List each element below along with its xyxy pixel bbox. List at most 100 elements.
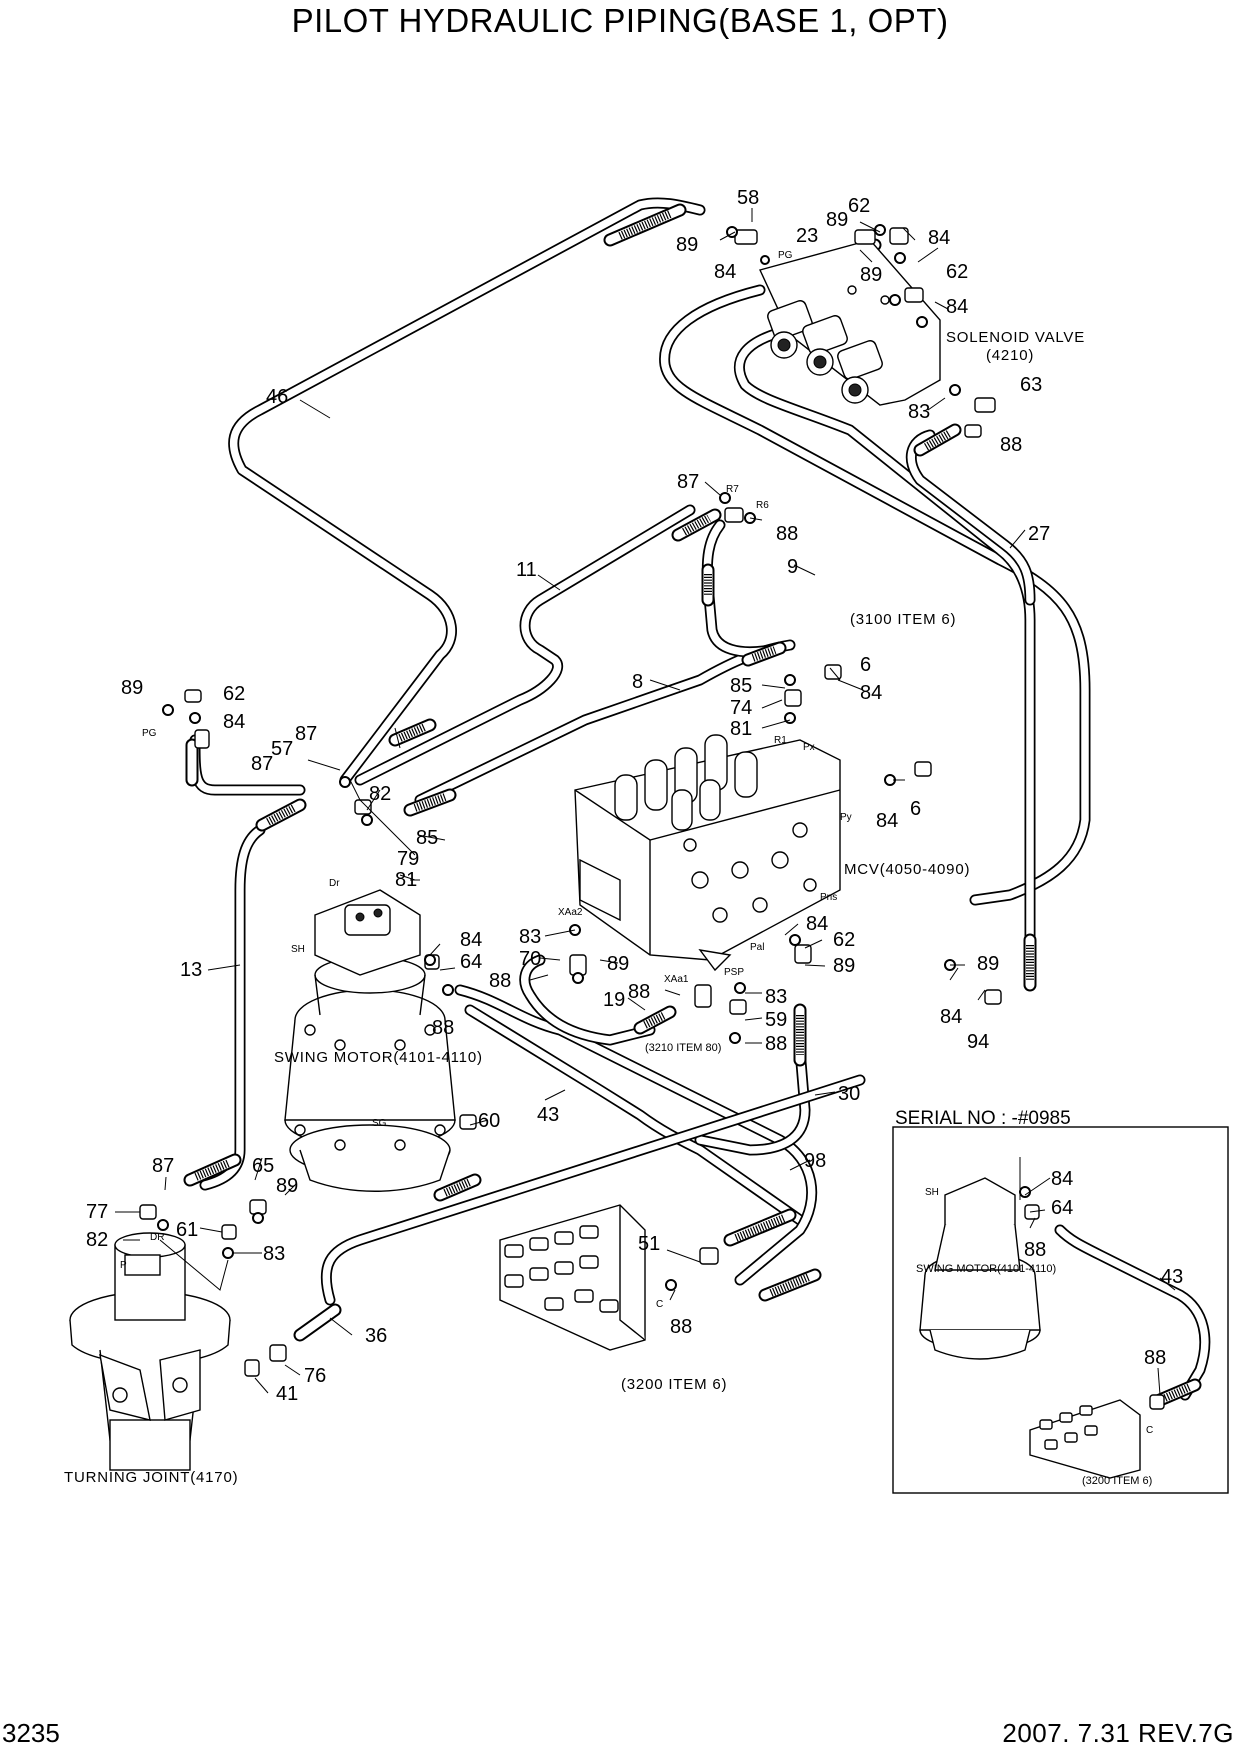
page-title: PILOT HYDRAULIC PIPING(BASE 1, OPT) [291, 2, 949, 39]
callout-61: 61 [176, 1219, 198, 1241]
hose-11 [671, 508, 722, 542]
caption-mcv: MCV(4050-4090) [844, 861, 970, 878]
component-captions: SOLENOID VALVE (4210) (3100 ITEM 6) MCV(… [64, 329, 1152, 1487]
callout-87: 87 [152, 1155, 174, 1177]
callout-84: 84 [1051, 1168, 1073, 1190]
caption-item-3100: (3100 ITEM 6) [850, 611, 956, 628]
port-label: SH [291, 944, 305, 955]
callout-70: 70 [519, 948, 541, 970]
inset-title: SERIAL NO : -#0985 [895, 1108, 1071, 1129]
hose-46 [603, 203, 687, 247]
callout-6: 6 [910, 798, 921, 820]
callout-83: 83 [765, 986, 787, 1008]
callout-23: 23 [796, 225, 818, 247]
callout-82: 82 [86, 1229, 108, 1251]
mcv-assembly [574, 734, 841, 972]
port-label: C [1146, 1425, 1153, 1436]
callout-8: 8 [632, 671, 643, 693]
callout-88: 88 [1144, 1347, 1166, 1369]
caption-turning-joint: TURNING JOINT(4170) [64, 1469, 238, 1486]
port-label: DR [150, 1232, 164, 1243]
callout-63: 63 [1020, 374, 1042, 396]
solenoid-coil [767, 300, 813, 359]
callout-62: 62 [848, 195, 870, 217]
hose-inset [1153, 1378, 1202, 1407]
callout-62: 62 [223, 683, 245, 705]
callout-59: 59 [765, 1009, 787, 1031]
callout-85: 85 [416, 827, 438, 849]
port-label: Px [803, 742, 815, 753]
hose-8 [741, 641, 787, 667]
port-label: XAa1 [664, 974, 689, 985]
callout-43: 43 [1161, 1266, 1183, 1288]
callout-83: 83 [263, 1243, 285, 1265]
callout-64: 64 [460, 951, 482, 973]
callout-30: 30 [838, 1083, 860, 1105]
callout-43: 43 [537, 1104, 559, 1126]
callout-88: 88 [776, 523, 798, 545]
callout-81: 81 [730, 718, 752, 740]
leader-lines [115, 208, 1176, 1396]
port-label: Pal [750, 942, 764, 953]
callout-81: 81 [395, 869, 417, 891]
callout-27: 27 [1028, 523, 1050, 545]
port-label: XAa2 [558, 907, 583, 918]
port-label: PG [142, 728, 157, 739]
callout-84: 84 [806, 913, 828, 935]
item-3200-block [499, 1204, 646, 1351]
caption-item-3200: (3200 ITEM 6) [621, 1376, 727, 1393]
callout-62: 62 [946, 261, 968, 283]
callout-88: 88 [1024, 1239, 1046, 1261]
callout-87: 87 [251, 753, 273, 775]
date-revision: 2007. 7.31 REV.7G [1002, 1718, 1234, 1748]
callout-84: 84 [940, 1006, 962, 1028]
callout-84: 84 [860, 682, 882, 704]
callout-41: 41 [276, 1383, 298, 1405]
hose-lines [183, 203, 1202, 1407]
hose-13a [255, 798, 307, 832]
serial-inset-box [892, 1126, 1229, 1494]
callout-89: 89 [860, 264, 882, 286]
callout-84: 84 [928, 227, 950, 249]
callout-11: 11 [516, 559, 537, 581]
hose-60 [433, 1173, 482, 1202]
port-label: R1 [774, 735, 787, 746]
callout-84: 84 [460, 929, 482, 951]
callout-85: 85 [730, 675, 752, 697]
callout-13: 13 [180, 959, 202, 981]
caption-solenoid-valve-ref: (4210) [986, 347, 1034, 364]
inset-caption-item-3200: (3200 ITEM 6) [1082, 1475, 1152, 1487]
hose-98 [723, 1208, 797, 1247]
pipe-lines [189, 197, 1211, 1401]
callout-64: 64 [1051, 1197, 1073, 1219]
callout-46: 46 [266, 386, 288, 408]
hose-82 [403, 788, 457, 817]
solenoid-coil [837, 340, 883, 404]
callout-88: 88 [489, 970, 511, 992]
callout-labels: 58 89 84 23 89 62 84 89 62 84 83 63 88 4… [86, 187, 1183, 1405]
callout-84: 84 [223, 711, 245, 733]
callout-87: 87 [677, 471, 699, 493]
callout-98: 98 [804, 1150, 826, 1172]
callout-88: 88 [1000, 434, 1022, 456]
turning-joint-assembly [69, 1232, 231, 1471]
callout-89: 89 [977, 953, 999, 975]
callout-65: 65 [252, 1155, 274, 1177]
callout-89: 89 [676, 234, 698, 256]
callout-84: 84 [714, 261, 736, 283]
callout-89: 89 [121, 677, 143, 699]
callout-88: 88 [670, 1316, 692, 1338]
callout-82: 82 [369, 783, 391, 805]
hose-36 [293, 1303, 342, 1342]
hose-13b [183, 1153, 242, 1187]
hose-19 [633, 1005, 677, 1035]
solenoid-coil [802, 315, 848, 376]
port-label: R7 [726, 484, 739, 495]
callout-83: 83 [519, 926, 541, 948]
callout-89: 89 [826, 209, 848, 231]
callout-62: 62 [833, 929, 855, 951]
caption-swing-motor: SWING MOTOR(4101-4110) [274, 1049, 483, 1066]
port-label: SH [925, 1187, 939, 1198]
port-label: SG [372, 1118, 387, 1129]
mcv-spools [614, 734, 758, 831]
